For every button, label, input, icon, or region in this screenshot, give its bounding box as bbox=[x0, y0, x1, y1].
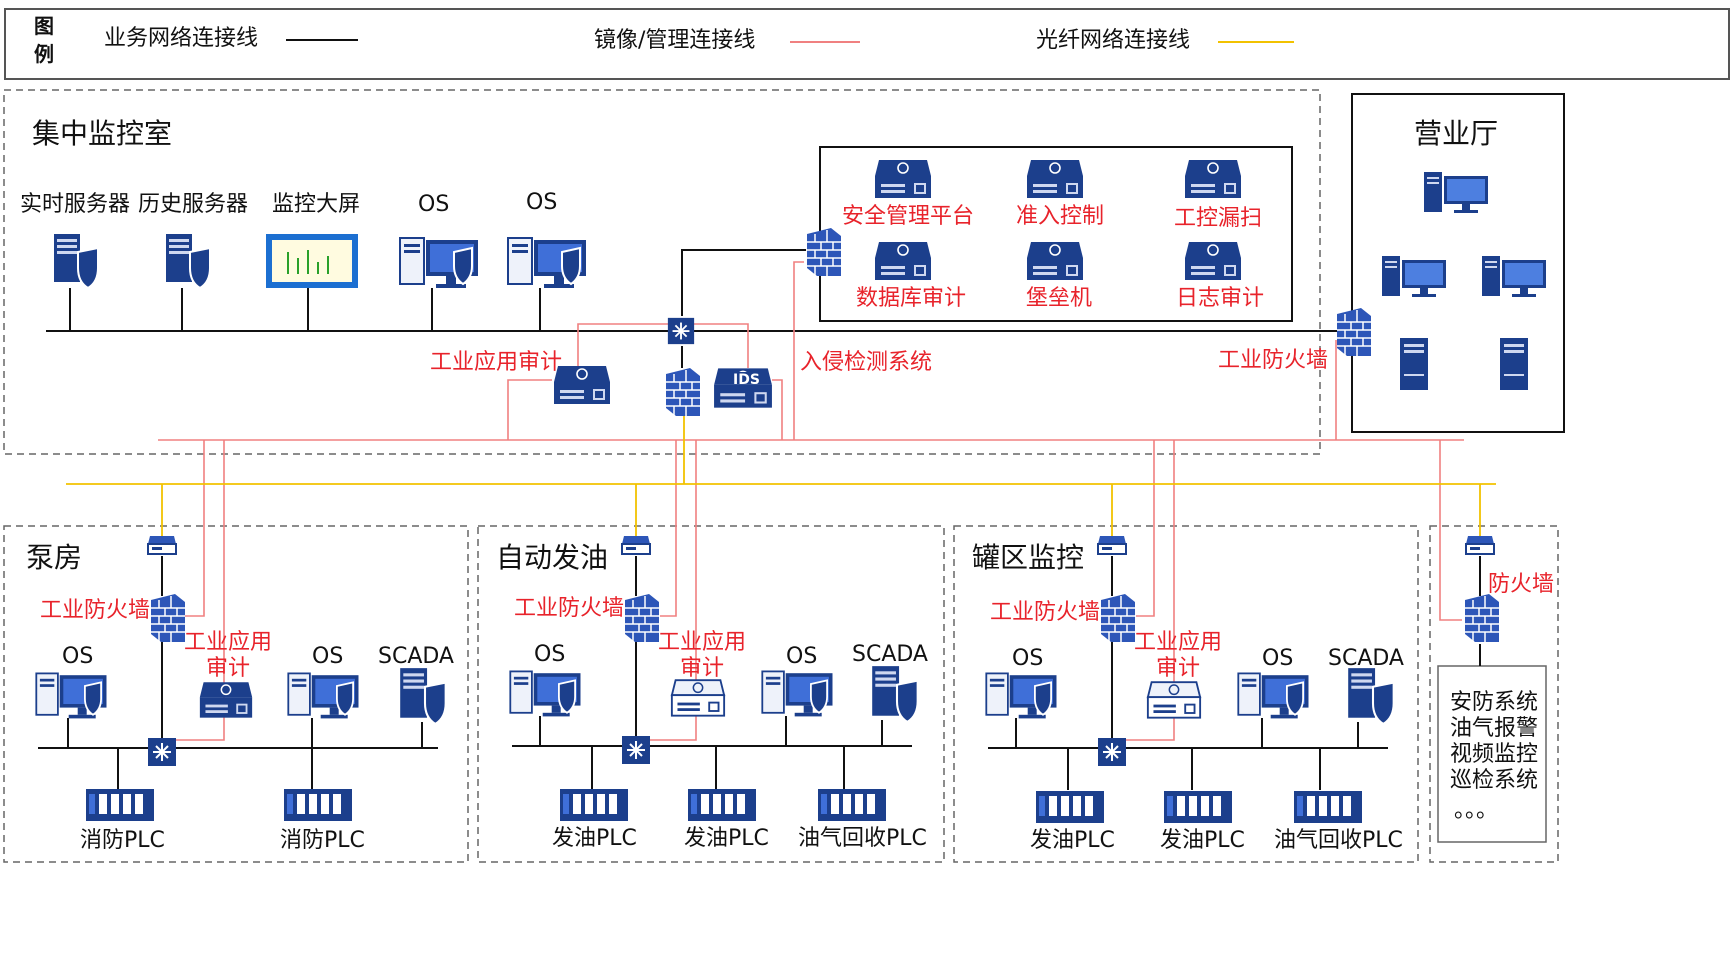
pump-os-label-2: OS bbox=[312, 644, 344, 669]
security-item-more: 。。。 bbox=[1454, 798, 1499, 823]
pump-room-title: 泵房 bbox=[26, 541, 83, 574]
fuel-plc-label-1: 发油PLC bbox=[552, 826, 637, 851]
legend-mirror-label: 镜像/管理连接线 bbox=[594, 28, 756, 53]
tank-plc-label-1: 发油PLC bbox=[1030, 828, 1115, 853]
os-label-1: OS bbox=[418, 192, 450, 217]
fuel-scada-label: SCADA bbox=[852, 642, 928, 667]
control-room-title: 集中监控室 bbox=[32, 117, 173, 150]
log-audit-label: 日志审计 bbox=[1176, 286, 1265, 311]
vuln-scan-label: 工控漏扫 bbox=[1174, 206, 1263, 231]
tank-app-audit-label: 工业应用 审计 bbox=[1134, 630, 1223, 682]
history-server-label: 历史服务器 bbox=[138, 192, 249, 217]
access-control-label: 准入控制 bbox=[1016, 204, 1105, 229]
legend-title-line1: 图 bbox=[34, 14, 54, 38]
pump-os-label-1: OS bbox=[62, 644, 94, 669]
fuel-app-audit-label: 工业应用 审计 bbox=[658, 630, 747, 682]
tank-firewall-label: 工业防火墙 bbox=[990, 600, 1101, 625]
pump-plc-label-1: 消防PLC bbox=[80, 828, 165, 853]
security-firewall-label: 防火墙 bbox=[1488, 572, 1555, 597]
tank-plc-label-3: 油气回收PLC bbox=[1274, 828, 1403, 853]
pump-firewall-label: 工业防火墙 bbox=[40, 598, 151, 623]
security-item-3: 视频监控 bbox=[1450, 742, 1539, 767]
fuel-plc-label-2: 发油PLC bbox=[684, 826, 769, 851]
tank-os-label-2: OS bbox=[1262, 646, 1294, 671]
legend-box bbox=[4, 8, 1730, 80]
tank-plc-label-2: 发油PLC bbox=[1160, 828, 1245, 853]
legend-title-line2: 例 bbox=[34, 42, 54, 66]
control-firewall-label: 工业防火墙 bbox=[1218, 348, 1329, 373]
db-audit-label: 数据库审计 bbox=[856, 286, 967, 311]
fuel-firewall-label: 工业防火墙 bbox=[514, 596, 625, 621]
big-screen-label: 监控大屏 bbox=[272, 192, 361, 217]
bastion-label: 堡垒机 bbox=[1026, 286, 1093, 311]
realtime-server-label: 实时服务器 bbox=[20, 192, 131, 217]
security-item-2: 油气报警 bbox=[1450, 716, 1539, 741]
security-mgmt-label: 安全管理平台 bbox=[842, 204, 975, 229]
security-item-1: 安防系统 bbox=[1450, 690, 1539, 715]
tank-os-label-1: OS bbox=[1012, 646, 1044, 671]
legend-fiber-label: 光纤网络连接线 bbox=[1036, 28, 1191, 53]
auto-fuel-title: 自动发油 bbox=[496, 541, 609, 574]
tank-area-title: 罐区监控 bbox=[972, 541, 1085, 574]
industrial-app-audit-label: 工业应用审计 bbox=[430, 350, 563, 375]
legend-business-label: 业务网络连接线 bbox=[104, 26, 259, 51]
tank-scada-label: SCADA bbox=[1328, 646, 1404, 671]
fuel-plc-label-3: 油气回收PLC bbox=[798, 826, 927, 851]
business-hall-title: 营业厅 bbox=[1414, 117, 1499, 150]
os-label-2: OS bbox=[526, 190, 558, 215]
fuel-os-label-1: OS bbox=[534, 642, 566, 667]
security-item-4: 巡检系统 bbox=[1450, 768, 1539, 793]
ids-badge: IDS bbox=[733, 372, 760, 388]
pump-scada-label: SCADA bbox=[378, 644, 454, 669]
pump-plc-label-2: 消防PLC bbox=[280, 828, 365, 853]
fuel-os-label-2: OS bbox=[786, 644, 818, 669]
pump-app-audit-label: 工业应用 审计 bbox=[184, 630, 273, 682]
intrusion-detection-label: 入侵检测系统 bbox=[800, 350, 933, 375]
